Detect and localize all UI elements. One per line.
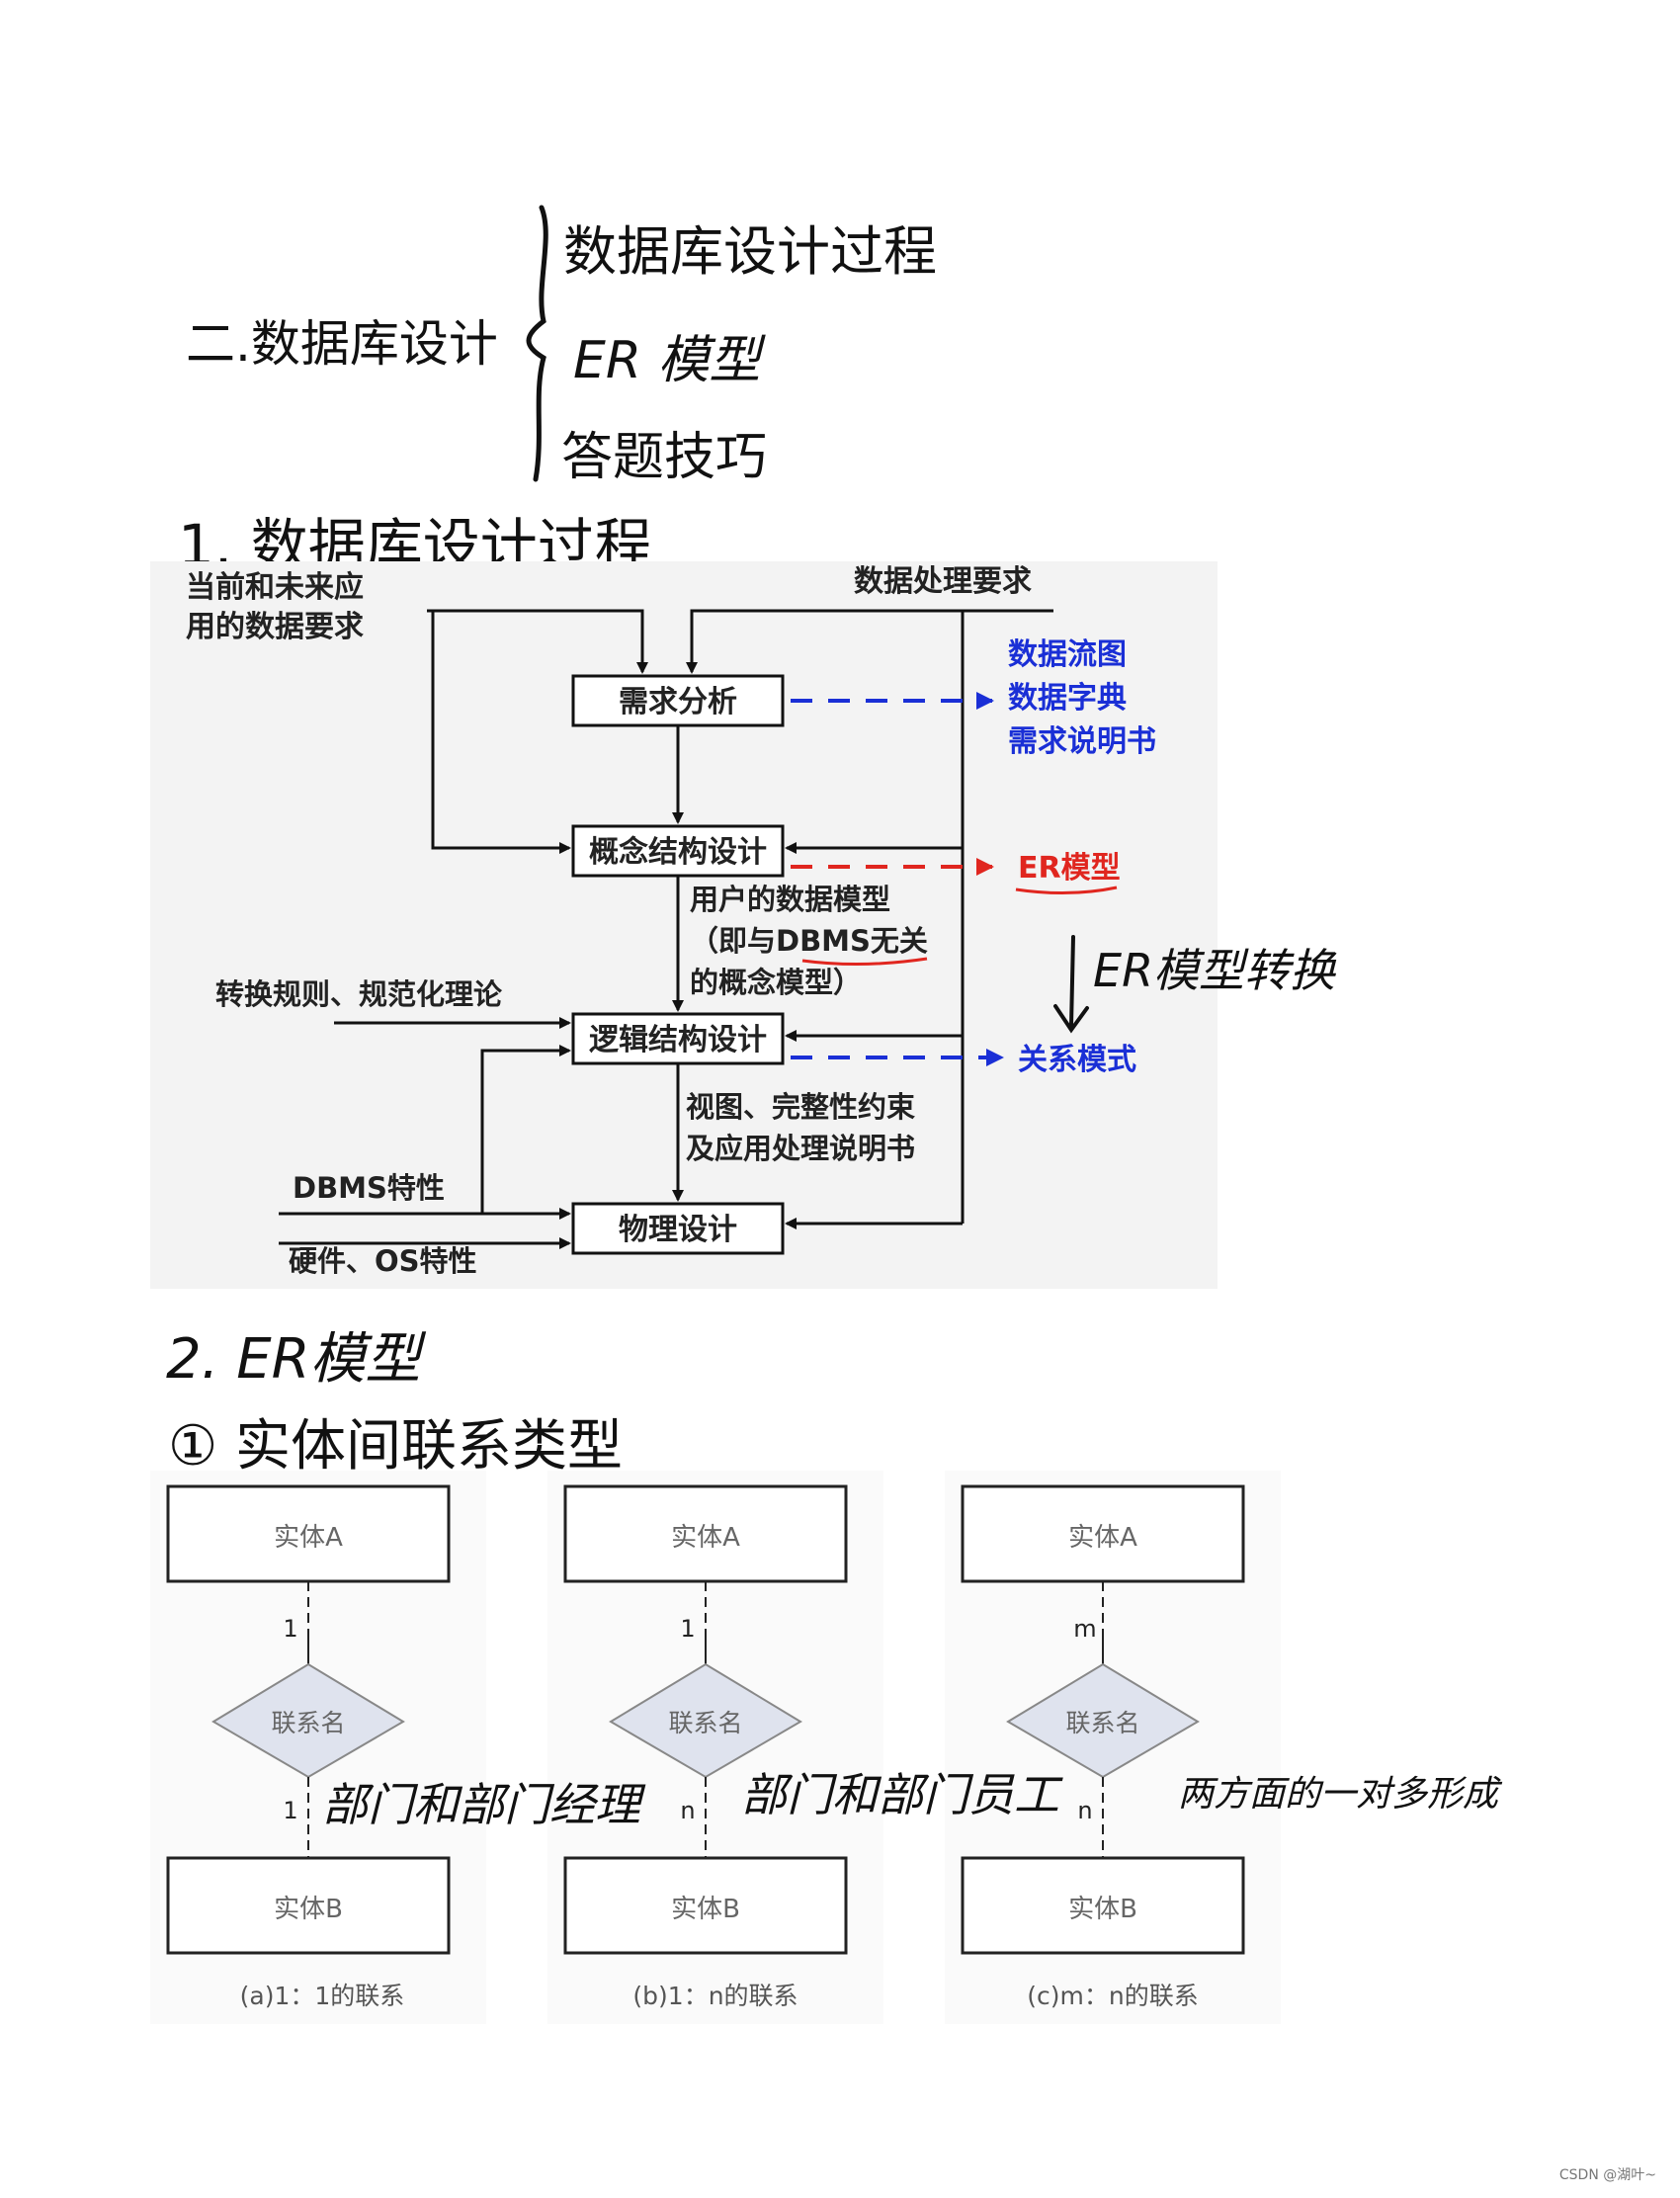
er-diagram-one-to-many: 实体A 1 联系名 n 实体B (b)1：n的联系 [547, 1471, 883, 2024]
input-left-line2: 用的数据要求 [186, 610, 364, 644]
input-hardware: 硬件、OS特性 [289, 1244, 477, 1278]
entity-b: 实体B [1068, 1895, 1137, 1924]
card-bottom: 1 [283, 1797, 297, 1824]
input-left-line1: 当前和未来应 [186, 570, 364, 605]
stage-logical-label: 逻辑结构设计 [589, 1023, 767, 1057]
handwritten-down-arrow [1053, 935, 1089, 1034]
caption: (c)m：n的联系 [1027, 1982, 1198, 2010]
note-many-to-many: 两方面的一对多形成 [1178, 1774, 1499, 1815]
output-dataflow: 数据流图 [1008, 637, 1127, 672]
part2-heading: 2. ER模型 [166, 1327, 421, 1392]
user-model-line1: 用户的数据模型 [690, 883, 890, 916]
design-process-diagram: 当前和未来应 用的数据要求 数据处理要求 需求分析 概念结构设计 逻辑结构设计 … [150, 561, 1218, 1289]
output-dictionary: 数据字典 [1008, 681, 1127, 716]
er-model-underline [1015, 886, 1118, 895]
card-bottom: n [680, 1797, 695, 1824]
entity-b: 实体B [671, 1895, 740, 1924]
stage-requirements: 需求分析 [571, 674, 785, 727]
outline-brace [526, 205, 548, 482]
user-model-line3: 的概念模型） [690, 966, 862, 999]
relation: 联系名 [668, 1709, 742, 1737]
output-er-model: ER模型 [1018, 851, 1121, 886]
view-line2: 及应用处理说明书 [686, 1132, 915, 1165]
er-conversion-note: ER模型转换 [1093, 944, 1336, 997]
entity-a: 实体A [1068, 1523, 1137, 1553]
flow-connectors [279, 609, 1053, 1249]
user-model-line2: （即与DBMS无关 [690, 924, 928, 958]
outline-branch-3: 答题技巧 [561, 428, 768, 487]
card-top: 1 [680, 1615, 695, 1643]
card-bottom: n [1077, 1797, 1092, 1824]
part2-subheading: ① 实体间联系类型 [168, 1414, 624, 1479]
output-spec: 需求说明书 [1008, 724, 1156, 759]
entity-b: 实体B [274, 1895, 343, 1924]
er-diagram-many-to-many: 实体A m 联系名 n 实体B (c)m：n的联系 [945, 1471, 1281, 2024]
dbms-underline [801, 957, 928, 967]
caption: (b)1：n的联系 [632, 1982, 798, 2010]
outline-branch-1: 数据库设计过程 [563, 220, 937, 283]
outline-branch-2: ER 模型 [573, 331, 761, 390]
caption: (a)1：1的联系 [240, 1982, 405, 2010]
stage-physical: 物理设计 [571, 1202, 785, 1255]
relation: 联系名 [1065, 1709, 1139, 1737]
note-one-to-many: 部门和部门员工 [741, 1768, 1059, 1821]
input-right: 数据处理要求 [854, 564, 1032, 599]
entity-a: 实体A [671, 1523, 740, 1553]
relation: 联系名 [271, 1709, 345, 1737]
view-line1: 视图、完整性约束 [686, 1090, 915, 1124]
stage-conceptual-label: 概念结构设计 [589, 835, 767, 870]
card-top: 1 [283, 1615, 297, 1643]
er-diagram-one-to-one: 实体A 1 联系名 1 实体B (a)1：1的联系 [150, 1471, 486, 2024]
stage-conceptual: 概念结构设计 [571, 824, 785, 878]
entity-a: 实体A [274, 1523, 343, 1553]
note-one-to-one: 部门和部门经理 [322, 1778, 640, 1831]
input-dbms: DBMS特性 [293, 1171, 445, 1205]
stage-requirements-label: 需求分析 [619, 685, 737, 719]
watermark: CSDN @湖叶~ [1558, 2167, 1656, 2183]
stage-physical-label: 物理设计 [619, 1213, 737, 1247]
input-rules: 转换规则、规范化理论 [215, 977, 503, 1011]
section-title: 二.数据库设计 [186, 315, 498, 373]
output-relational: 关系模式 [1018, 1043, 1136, 1077]
card-top: m [1073, 1615, 1096, 1643]
stage-logical: 逻辑结构设计 [571, 1012, 785, 1065]
